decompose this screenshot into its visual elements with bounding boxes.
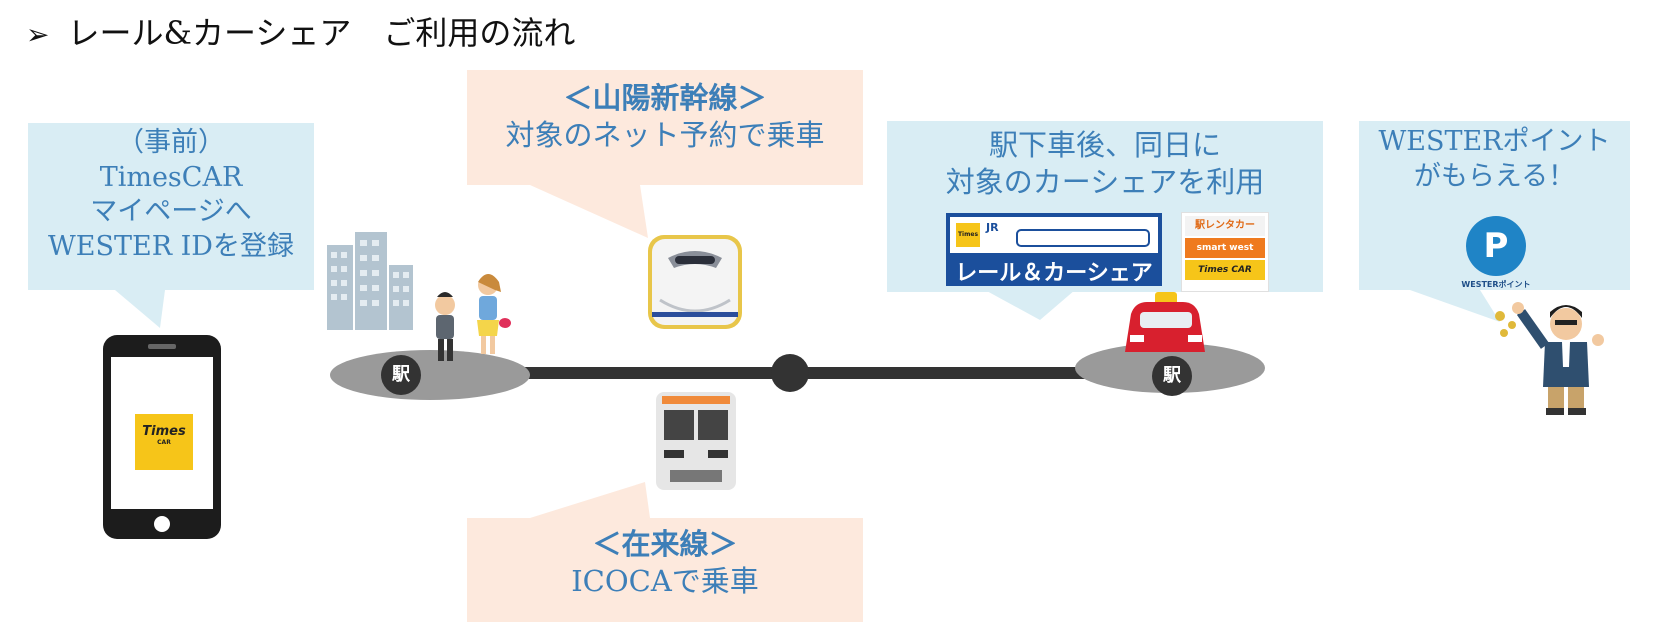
bubble-zairai: ＜在来線＞ ICOCAで乗車 bbox=[467, 518, 863, 622]
bubble-zairai-body: ICOCAで乗車 bbox=[571, 564, 759, 599]
arrow-bullet-icon: ➢ bbox=[26, 18, 50, 51]
conventional-train-icon bbox=[656, 392, 736, 490]
train-car-outline-icon bbox=[1016, 229, 1150, 247]
shinkansen-icon bbox=[648, 235, 742, 329]
bubble-sanyo-heading: ＜山陽新幹線＞ bbox=[563, 81, 767, 115]
bubble-sanyo-body: 対象のネット予約で乗車 bbox=[505, 118, 825, 153]
car-icon bbox=[1125, 292, 1205, 352]
times-mini-logo: Times bbox=[956, 223, 980, 247]
rail-midpoint bbox=[771, 354, 809, 392]
bubble-pre-registration: （事前） TimesCAR マイページへ WESTER IDを登録 bbox=[28, 123, 314, 290]
page-title: ➢ レール&カーシェア ご利用の流れ bbox=[26, 8, 575, 54]
bubble-point-line2: がもらえる！ bbox=[1413, 160, 1576, 192]
bubble-point-line1: WESTERポイント bbox=[1378, 126, 1611, 157]
wester-point-logo-caption: WESTERポイント bbox=[1461, 280, 1531, 289]
excited-man-icon bbox=[1495, 302, 1604, 415]
wester-point-logo-icon: P bbox=[1466, 216, 1526, 276]
ekiren-logo: 駅レンタカー smart west Times CAR bbox=[1181, 212, 1269, 292]
bubble-pre-line4: WESTER IDを登録 bbox=[48, 230, 294, 262]
bubble-point-tail bbox=[1410, 290, 1500, 322]
bubble-zairai-tail bbox=[530, 482, 650, 518]
buildings-icon bbox=[327, 232, 413, 330]
jr-mini-logo: JR bbox=[986, 221, 999, 234]
bubble-sanyo-shinkansen: ＜山陽新幹線＞ 対象のネット予約で乗車 bbox=[467, 70, 863, 185]
smartphone-icon bbox=[103, 335, 221, 539]
bubble-sanyo-tail bbox=[530, 185, 648, 238]
bubble-pre-line3: マイページへ bbox=[90, 196, 252, 228]
rail-carshare-banner-text: レール＆カーシェア bbox=[955, 261, 1153, 286]
times-car-app-icon: Times CAR bbox=[135, 425, 193, 446]
bubble-zairai-heading: ＜在来線＞ bbox=[592, 527, 738, 561]
bubble-arrive-line1: 駅下車後、同日に bbox=[988, 128, 1221, 162]
times-app-line1: Times bbox=[142, 424, 186, 439]
ekiren-logo-top: 駅レンタカー bbox=[1185, 216, 1265, 236]
travelers-icon bbox=[435, 274, 511, 361]
ekiren-logo-middle: smart west bbox=[1185, 238, 1265, 258]
times-app-line2: CAR bbox=[157, 439, 171, 446]
departure-station-platform bbox=[330, 350, 530, 400]
departure-station-label: 駅 bbox=[381, 355, 421, 395]
bubble-arrive-tail bbox=[985, 290, 1075, 320]
bubble-pre-line1: （事前） bbox=[117, 127, 225, 158]
bubble-pre-line2: TimesCAR bbox=[99, 161, 243, 193]
ekiren-logo-bottom: Times CAR bbox=[1185, 260, 1265, 280]
rail-carshare-logo: Times JR レール＆カーシェア bbox=[946, 213, 1162, 286]
bubble-pre-tail bbox=[115, 290, 165, 328]
arrival-station-label: 駅 bbox=[1152, 356, 1192, 396]
bubble-arrive-line2: 対象のカーシェアを利用 bbox=[945, 165, 1265, 200]
page-title-text: レール&カーシェア ご利用の流れ bbox=[67, 14, 576, 52]
